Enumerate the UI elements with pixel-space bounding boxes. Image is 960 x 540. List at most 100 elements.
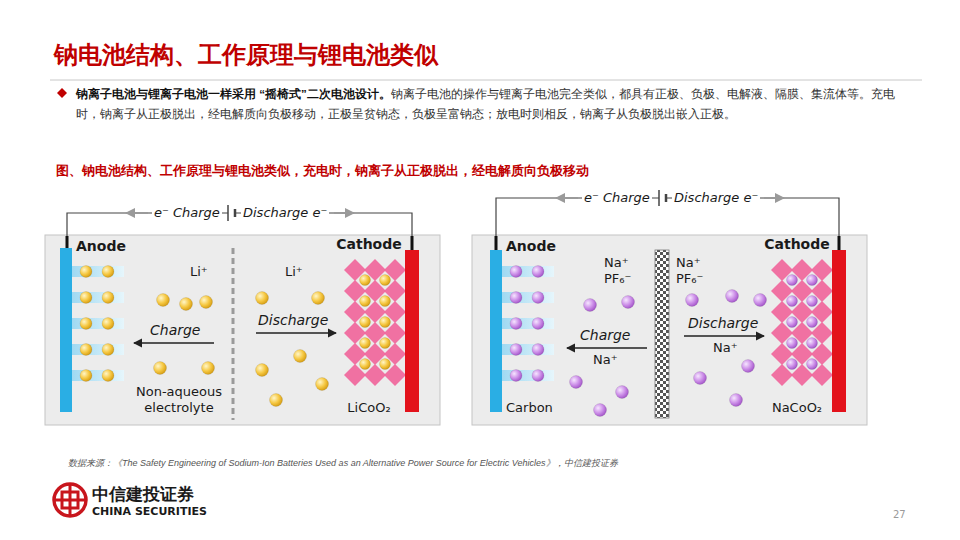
charge-label: Charge [150,322,200,340]
current-collector [60,248,72,412]
ion-ball [532,344,544,356]
ion-ball [360,317,371,328]
figure-caption: 图、钠电池结构、工作原理与锂电池类似，充电时，钠离子从正极脱出，经电解质向负极移… [56,164,589,180]
host-layer [502,344,554,355]
ion-ball [730,394,743,407]
ion-ball [102,370,114,382]
terminal [838,236,841,250]
ion-ball [102,292,114,304]
ion-label: Na⁺ PF₆⁻ [676,255,712,288]
electron-flow-label: Discharge e⁻ [241,205,329,221]
battery-symbol [665,194,668,202]
ion-ball [360,338,371,349]
ion-ball [180,298,193,311]
battery-symbol [658,190,660,206]
ion-ball [360,359,371,370]
ion-ball [754,294,767,307]
ion-ball [380,296,391,307]
current-collector [832,250,846,412]
ion-label: Na⁺ [713,340,738,356]
ion-ball [532,266,544,278]
charge-arrow [567,347,647,348]
electron-arrow [126,212,148,214]
host-layer [502,370,554,381]
discharge-arrow [256,332,336,333]
separator [655,250,669,418]
discharge-label: Discharge [688,315,758,333]
ion-ball [312,292,325,305]
title-rule [50,80,922,81]
ion-ball [80,292,92,304]
battery-symbol [234,209,237,217]
host-layer [502,266,554,277]
ion-label: Li⁺ [285,264,303,280]
electrode-material: LiCoO₂ [333,400,405,416]
ion-ball [807,275,818,286]
cathode-electrode: CathodeLiCoO₂ [333,236,405,418]
ion-ball [510,318,522,330]
ion-ball [202,362,215,375]
host-layer [502,318,554,329]
charge-arrow [134,342,214,343]
bullet-text: 钠离子电池与锂离子电池一样采用 “摇椅式”二次电池设计。 [76,88,391,100]
bullet-mark [57,88,67,98]
ion-ball [616,386,629,399]
host-layer [502,292,554,303]
separator [232,248,235,420]
battery-symbol [227,205,229,221]
host-layer [72,318,124,329]
ion-ball [570,376,583,389]
ion-ball [787,296,798,307]
ion-ball [102,344,114,356]
electron-flow-label: Discharge e⁻ [672,190,760,206]
host-layer [72,370,124,381]
electrode-name: Cathode [333,236,405,254]
ion-ball [380,359,391,370]
electron-arrow [764,197,784,199]
current-collector [405,250,419,412]
ion-ball [80,344,92,356]
ion-ball [726,290,739,303]
ion-ball [787,338,798,349]
ion-ball [787,359,798,370]
ion-ball [380,317,391,328]
ion-ball [360,275,371,286]
ion-ball [157,294,170,307]
bullet-paragraph: 钠离子电池与锂离子电池一样采用 “摇椅式”二次电池设计。钠离子电池的操作与锂离子… [76,84,908,124]
electrode-name: Cathode [762,236,832,254]
host-layer [72,266,124,277]
current-collector [490,250,502,412]
ion-ball [200,296,213,309]
ion-ball [380,275,391,286]
ion-ball [594,404,607,417]
anode-electrode: Anode [58,238,140,418]
electrode-name: Anode [76,238,140,256]
ion-ball [787,317,798,328]
source-note: 数据来源：《The Safety Engineering of Sodium-I… [68,458,618,469]
ion-ball [102,318,114,330]
ion-ball [807,296,818,307]
electron-arrow [556,197,578,199]
cathode-electrode [344,250,419,412]
ion-ball [80,318,92,330]
ion-ball [256,292,269,305]
ion-ball [807,359,818,370]
ion-ball [316,378,329,391]
electron-flow-label: e⁻ Charge [152,205,222,221]
electrode-material: Carbon [506,400,570,416]
ion-ball [742,360,755,373]
cathode-electrode [771,250,846,412]
ion-label: Na⁺ [593,352,618,368]
na-battery-figure [472,190,867,425]
ion-ball [510,266,522,278]
ion-ball [270,394,283,407]
ion-ball [584,299,597,312]
ion-ball [532,318,544,330]
discharge-label: Discharge [258,312,328,330]
electrolyte-label: Non-aqueous electrolyte [128,384,230,417]
ion-ball [80,266,92,278]
terminal [411,236,414,250]
ion-ball [360,296,371,307]
electrode-material: NaCoO₂ [762,400,832,416]
